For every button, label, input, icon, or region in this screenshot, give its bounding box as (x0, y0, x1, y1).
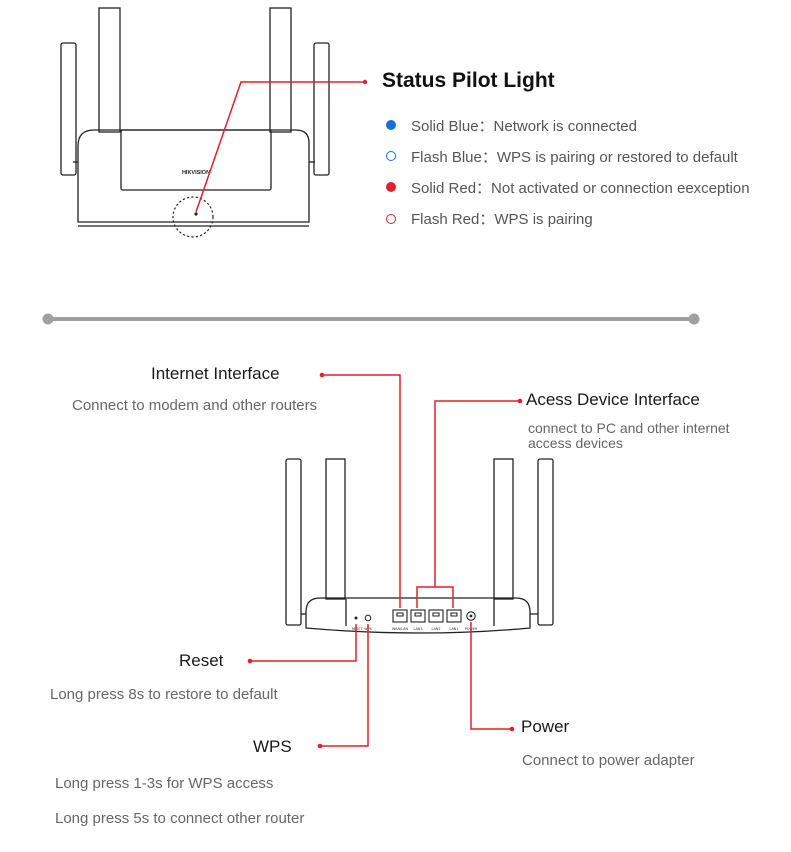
access-bracket (416, 586, 454, 608)
legend-solid-blue: Solid Blue：Network is connected (411, 118, 637, 135)
port-lan2 (428, 609, 444, 623)
router-front-panel (120, 129, 272, 191)
leader-dots (247, 372, 523, 749)
port-label-lan2: LAN2 (432, 627, 441, 631)
status-title: Status Pilot Light (382, 69, 555, 92)
wps-desc-line1: Long press 1-3s for WPS access (55, 775, 274, 792)
status-led (194, 212, 198, 216)
status-led-highlight (172, 196, 214, 238)
internet-interface-desc: Connect to modem and other routers (72, 397, 318, 414)
status-leader-dot (362, 79, 368, 85)
port-lan1 (446, 609, 462, 623)
power-label: Power (521, 717, 570, 736)
port-label-reset: RESET (352, 627, 364, 631)
antenna-back-outer-left (285, 458, 302, 626)
port-label-wan: WAN/LAN (392, 627, 408, 631)
router-back (285, 458, 554, 634)
wps-label: WPS (253, 737, 292, 756)
port-leader-lines (250, 374, 520, 747)
section-divider (42, 313, 700, 325)
wps-button (364, 614, 372, 622)
antenna-back-inner-left (325, 458, 346, 600)
flash-blue-ring-icon (386, 151, 396, 161)
legend-flash-blue: Flash Blue：WPS is pairing or restored to… (411, 149, 738, 166)
antenna-right-inner (269, 7, 292, 133)
port-label-lan3: LAN3 (414, 627, 423, 631)
solid-red-dot-icon (386, 182, 396, 192)
wps-leader (320, 624, 369, 747)
legend-solid-red: Solid Red：Not activated or connection ee… (411, 180, 750, 197)
status-leader-line (195, 81, 365, 213)
solid-blue-dot-icon (386, 120, 396, 130)
flash-red-ring-icon (386, 214, 396, 224)
router-logo: HIKVISION (182, 170, 210, 176)
internet-interface-label: Internet Interface (151, 364, 280, 383)
antenna-left-outer (60, 42, 77, 176)
legend-flash-red: Flash Red：WPS is pairing (411, 211, 593, 228)
router-front (60, 7, 330, 227)
reset-leader (250, 624, 357, 662)
antenna-right-outer (313, 42, 330, 176)
power-jack (466, 611, 476, 621)
access-interface-desc-line1: connect to PC and other internet (528, 420, 730, 436)
access-leader (434, 400, 520, 587)
wps-desc-line2: Long press 5s to connect other router (55, 810, 305, 827)
antenna-back-inner-right (493, 458, 514, 600)
reset-label: Reset (179, 651, 224, 670)
antenna-back-outer-right (537, 458, 554, 626)
reset-desc: Long press 8s to restore to default (50, 686, 278, 703)
internet-leader (322, 374, 401, 608)
reset-hole (354, 616, 358, 620)
ethernet-ports (392, 609, 462, 623)
router-back-body (305, 597, 531, 634)
power-leader (470, 622, 512, 730)
antenna-left-inner (98, 7, 121, 133)
router-front-body (77, 129, 310, 223)
access-interface-desc-line2: access devices (528, 435, 623, 451)
port-wan (392, 609, 408, 623)
port-label-lan1: LAN1 (450, 627, 459, 631)
access-interface-label: Acess Device Interface (526, 390, 700, 409)
port-lan3 (410, 609, 426, 623)
power-desc: Connect to power adapter (522, 752, 695, 769)
